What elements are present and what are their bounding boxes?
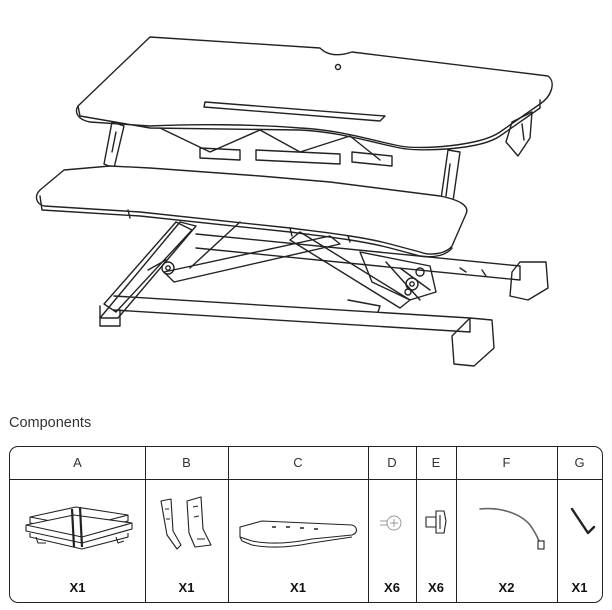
column-divider [557, 447, 558, 602]
desk-converter-illustration [35, 36, 553, 367]
components-heading: Components [9, 415, 92, 431]
component-letter-g: G [574, 455, 585, 470]
header-divider [10, 479, 602, 480]
column-divider [456, 447, 457, 602]
component-qty-g: X1 [571, 580, 588, 595]
screw-icon [372, 487, 412, 557]
components-table: A B C D E F G [9, 446, 603, 603]
mounting-brackets-icon [151, 487, 223, 557]
component-letter-a: A [73, 455, 82, 470]
component-qty-f: X2 [498, 580, 515, 595]
component-qty-c: X1 [290, 580, 306, 595]
cable-icon [460, 487, 554, 557]
component-letter-f: F [502, 455, 511, 470]
column-divider [416, 447, 417, 602]
column-divider [145, 447, 146, 602]
allen-key-icon [560, 487, 600, 557]
component-qty-b: X1 [178, 580, 195, 595]
component-qty-a: X1 [69, 580, 86, 595]
desk-converter-packaged-icon [16, 487, 140, 557]
component-letter-d: D [387, 455, 397, 470]
keyboard-tray-icon [232, 487, 364, 557]
component-letter-c: C [293, 455, 303, 470]
component-letter-b: B [182, 455, 191, 470]
component-qty-e: X6 [428, 580, 444, 595]
bolt-icon [420, 487, 452, 557]
component-qty-d: X6 [384, 580, 400, 595]
column-divider [368, 447, 369, 602]
column-divider [228, 447, 229, 602]
component-letter-e: E [431, 455, 441, 470]
